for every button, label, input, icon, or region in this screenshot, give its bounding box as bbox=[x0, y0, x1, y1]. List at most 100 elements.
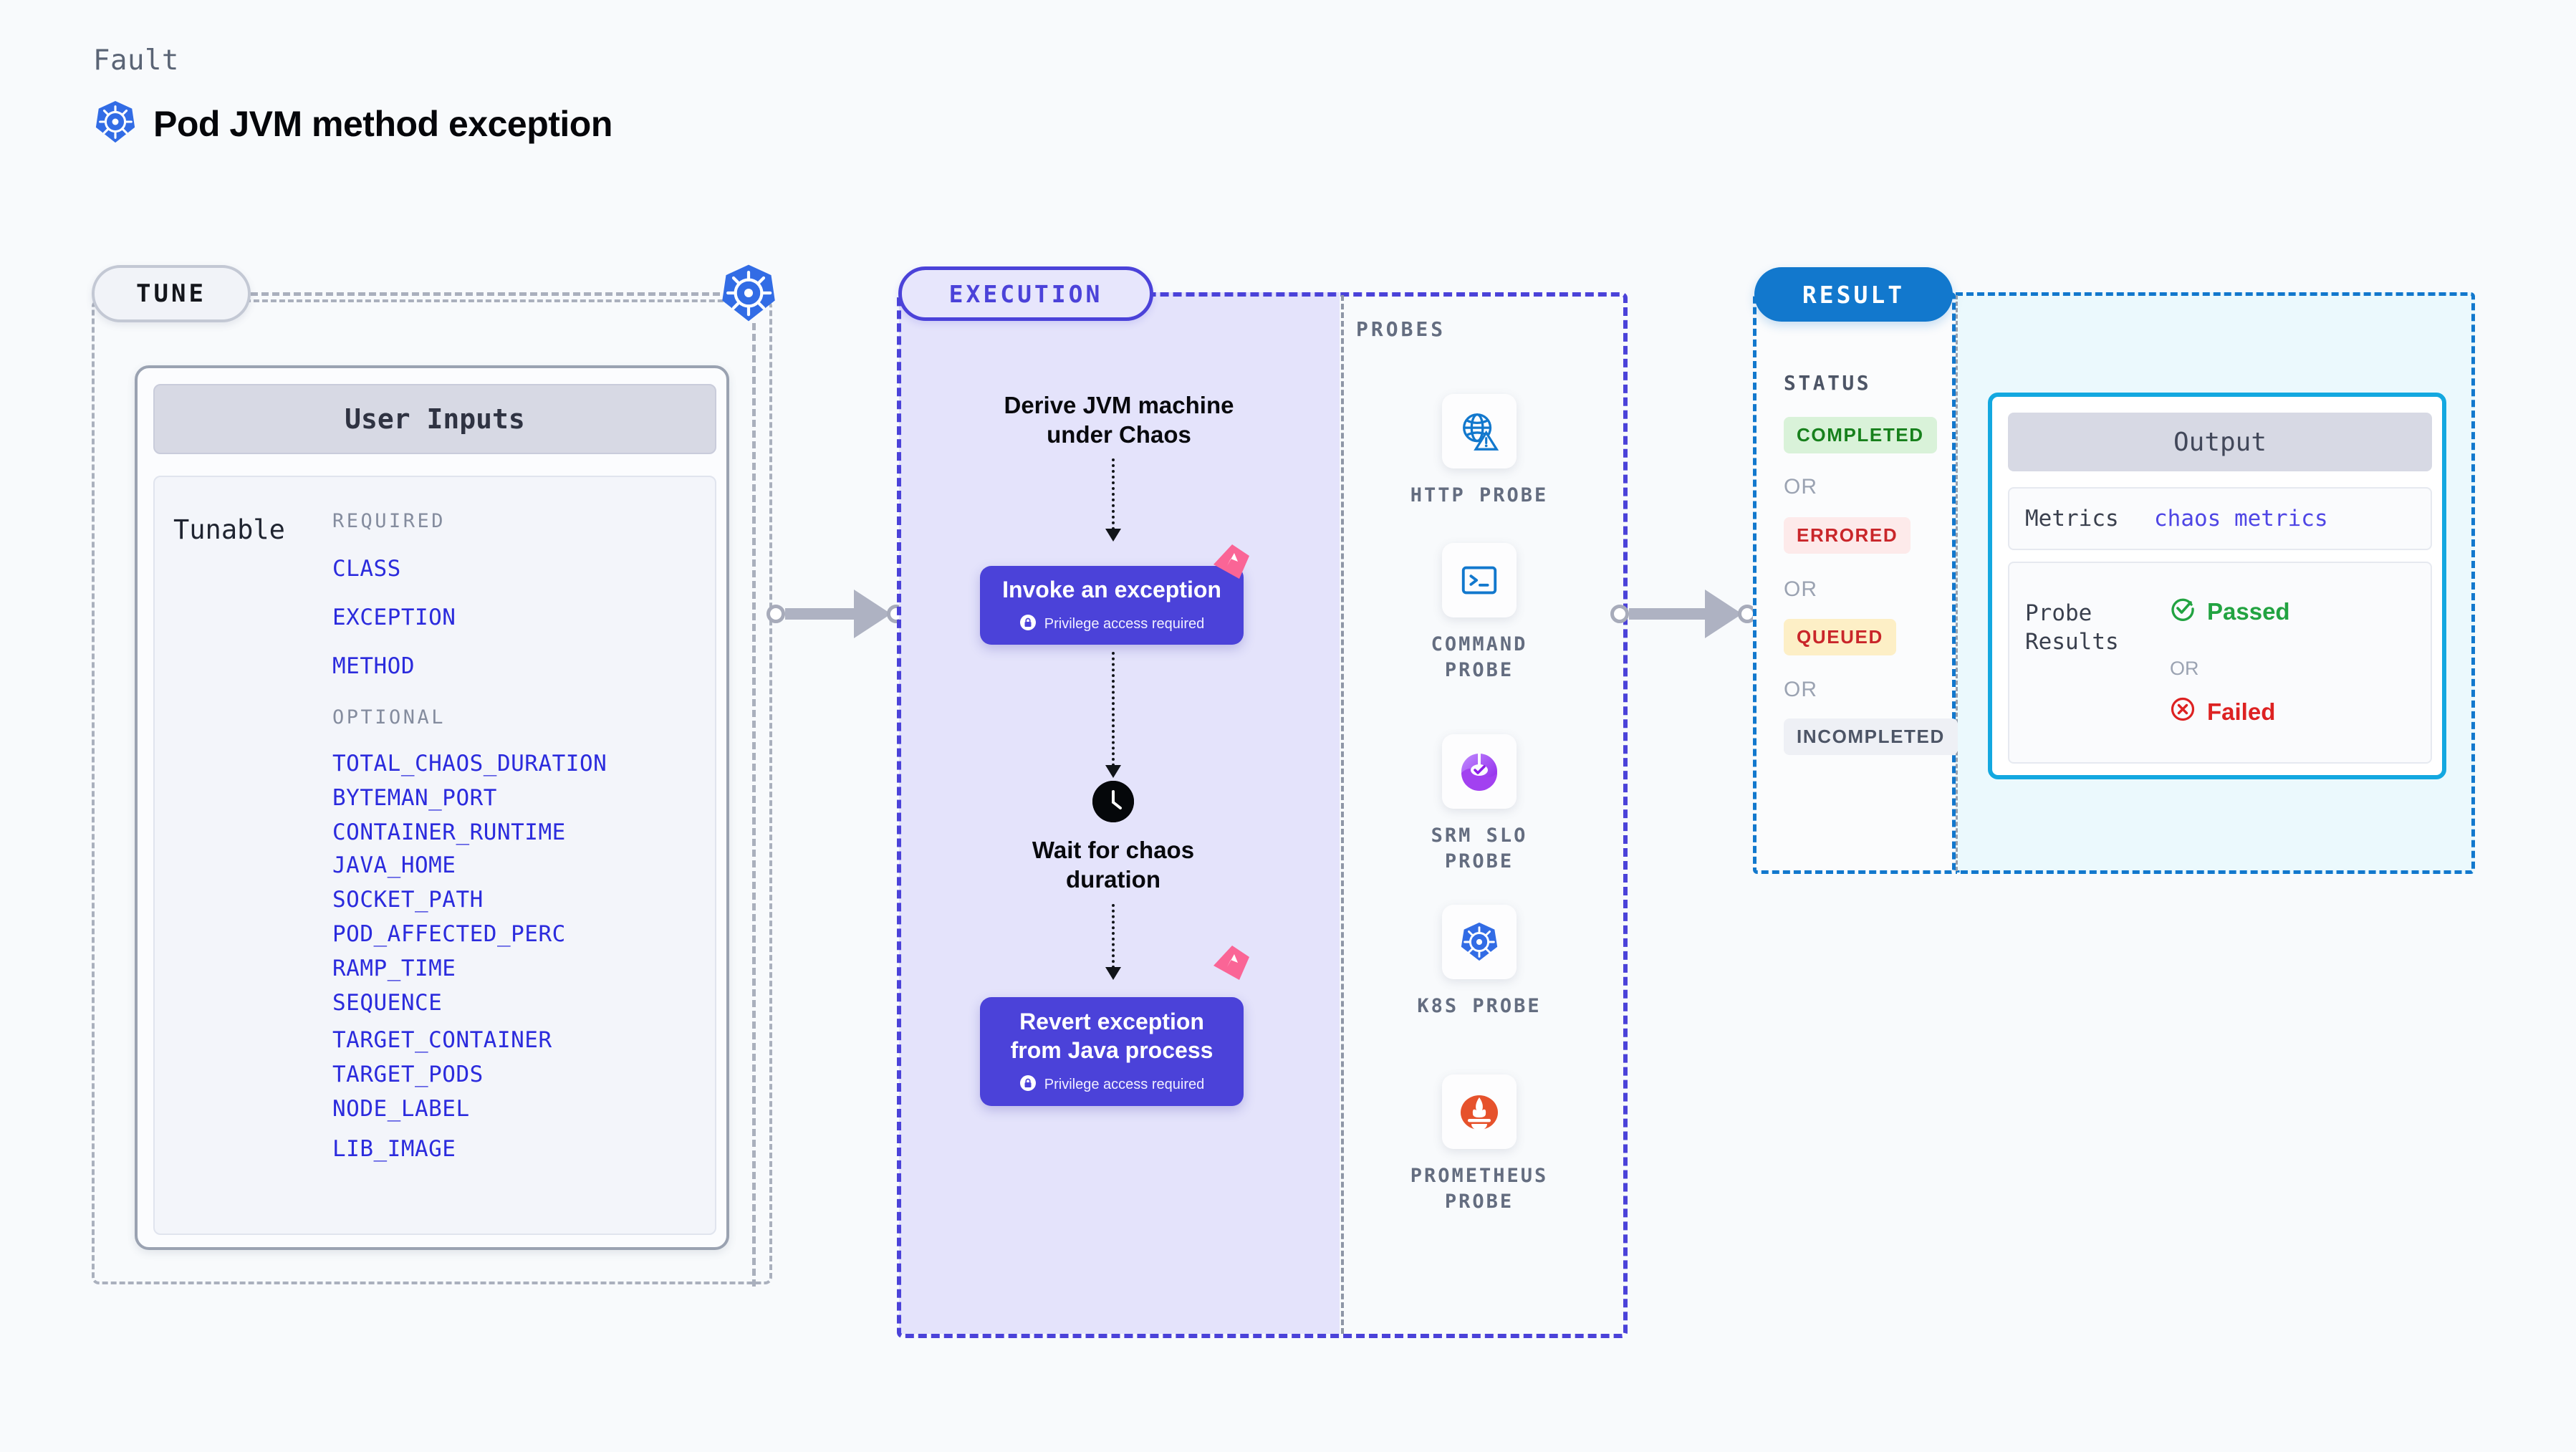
output-card: Output Metrics chaos metrics Probe Resul… bbox=[1988, 393, 2446, 779]
result-tag: RESULT bbox=[1754, 267, 1953, 322]
param-socket-path[interactable]: SOCKET_PATH bbox=[332, 887, 484, 913]
probe-label: PROMETHEUS PROBE bbox=[1410, 1165, 1549, 1213]
param-sequence[interactable]: SEQUENCE bbox=[332, 990, 443, 1016]
result-status-region bbox=[1753, 292, 1956, 874]
probe-label: SRM SLO PROBE bbox=[1431, 824, 1528, 873]
result-divider bbox=[1956, 295, 1958, 871]
check-circle-icon bbox=[2170, 596, 2196, 628]
connector-arrowhead bbox=[854, 590, 891, 638]
probe-label: HTTP PROBE bbox=[1410, 484, 1549, 506]
probe-result-passed-label: Passed bbox=[2207, 598, 2290, 625]
title-row: Pod JVM method exception bbox=[93, 100, 612, 148]
param-total-chaos-duration[interactable]: TOTAL_CHAOS_DURATION bbox=[332, 751, 607, 777]
probe-result-passed: Passed bbox=[2170, 596, 2290, 628]
param-java-home[interactable]: JAVA_HOME bbox=[332, 852, 456, 878]
status-badge-errored: ERRORED bbox=[1784, 517, 1911, 554]
probe-result-failed-label: Failed bbox=[2207, 698, 2276, 725]
connector-tune-to-execution bbox=[766, 590, 905, 638]
page-title: Pod JVM method exception bbox=[153, 103, 612, 144]
probe-k8s[interactable]: K8S PROBE bbox=[1397, 905, 1562, 1019]
output-title: Output bbox=[2008, 413, 2432, 471]
metrics-value[interactable]: chaos metrics bbox=[2154, 506, 2328, 532]
param-byteman-port[interactable]: BYTEMAN_PORT bbox=[332, 785, 497, 811]
page-header: Fault Pod JVM method exception bbox=[93, 44, 612, 148]
probes-divider bbox=[1341, 295, 1344, 1334]
tune-panel bbox=[92, 299, 772, 1284]
or-label: OR bbox=[1784, 577, 1817, 601]
user-inputs-card: User Inputs Tunable REQUIRED CLASS EXCEP… bbox=[135, 365, 729, 1250]
execution-probes-panel bbox=[897, 292, 1628, 1338]
param-pod-affected-perc[interactable]: POD_AFFECTED_PERC bbox=[332, 921, 566, 947]
arrowhead-step2-to-wait bbox=[1105, 765, 1121, 778]
connector-execution-to-result bbox=[1610, 590, 1758, 638]
tune-tag: TUNE bbox=[92, 265, 251, 322]
group-label-optional: OPTIONAL bbox=[332, 706, 446, 729]
param-ramp-time[interactable]: RAMP_TIME bbox=[332, 956, 456, 981]
litmus-chaos-icon bbox=[1211, 944, 1252, 981]
probe-result-failed: Failed bbox=[2170, 696, 2275, 728]
arrowhead-wait-to-revert bbox=[1105, 967, 1121, 980]
status-badge-completed: COMPLETED bbox=[1784, 417, 1937, 453]
tune-vertical-dashed-line bbox=[752, 323, 756, 1287]
privilege-note: Privilege access required bbox=[1019, 614, 1204, 635]
group-label-required: REQUIRED bbox=[332, 510, 446, 532]
arrowhead-step1-to-step2 bbox=[1105, 529, 1121, 542]
connector-arrowhead bbox=[1705, 590, 1742, 638]
globe-warning-icon bbox=[1442, 394, 1517, 468]
arrow-wait-to-revert bbox=[1112, 904, 1115, 968]
metrics-row: Metrics chaos metrics bbox=[2008, 487, 2432, 550]
connector-bar bbox=[1629, 608, 1705, 620]
status-badge-queued: QUEUED bbox=[1784, 619, 1896, 655]
probe-label: K8S PROBE bbox=[1417, 995, 1542, 1017]
status-label: STATUS bbox=[1784, 371, 1872, 395]
probe-srm-slo[interactable]: SRM SLO PROBE bbox=[1397, 734, 1562, 875]
tunable-label: Tunable bbox=[173, 514, 285, 545]
probe-results-key: Probe Results bbox=[2025, 600, 2119, 655]
connector-start-dot bbox=[1610, 605, 1629, 623]
metrics-key: Metrics bbox=[2025, 506, 2119, 532]
srm-slo-icon bbox=[1442, 734, 1517, 809]
lock-icon bbox=[1019, 1074, 1037, 1095]
execution-box-title: Invoke an exception bbox=[1002, 576, 1221, 602]
execution-box-title: Revert exception from Java process bbox=[1010, 1009, 1213, 1063]
execution-tag: EXECUTION bbox=[898, 266, 1153, 321]
probe-results-row: Probe Results Passed OR Failed bbox=[2008, 562, 2432, 764]
x-circle-icon bbox=[2170, 696, 2196, 728]
connector-start-dot bbox=[766, 605, 785, 623]
privilege-note: Privilege access required bbox=[1019, 1074, 1204, 1095]
param-method[interactable]: METHOD bbox=[332, 653, 415, 679]
or-label: OR bbox=[1784, 678, 1817, 701]
or-label: OR bbox=[2170, 658, 2199, 679]
user-inputs-title: User Inputs bbox=[153, 384, 716, 454]
execution-box-revert-exception[interactable]: Revert exception from Java process Privi… bbox=[980, 997, 1244, 1106]
litmus-chaos-icon bbox=[1211, 543, 1252, 580]
probe-label: COMMAND PROBE bbox=[1431, 633, 1528, 682]
param-node-label[interactable]: NODE_LABEL bbox=[332, 1096, 470, 1122]
param-exception[interactable]: EXCEPTION bbox=[332, 605, 456, 630]
param-target-container[interactable]: TARGET_CONTAINER bbox=[332, 1027, 552, 1053]
execution-step-wait-for-chaos: Wait for chaos duration bbox=[1032, 837, 1195, 893]
privilege-note-text: Privilege access required bbox=[1044, 616, 1205, 633]
param-lib-image[interactable]: LIB_IMAGE bbox=[332, 1136, 456, 1162]
kubernetes-icon bbox=[93, 100, 138, 148]
or-label: OR bbox=[1784, 475, 1817, 499]
param-class[interactable]: CLASS bbox=[332, 556, 401, 582]
execution-step-derive-jvm: Derive JVM machine under Chaos bbox=[1004, 392, 1234, 448]
probe-http[interactable]: HTTP PROBE bbox=[1397, 394, 1562, 509]
arrow-step2-to-wait bbox=[1112, 652, 1115, 766]
lock-icon bbox=[1019, 614, 1037, 635]
execution-box-invoke-exception[interactable]: Invoke an exception Privilege access req… bbox=[980, 566, 1244, 645]
fault-kicker: Fault bbox=[93, 44, 179, 77]
probe-prometheus[interactable]: PROMETHEUS PROBE bbox=[1397, 1074, 1562, 1216]
tune-dashed-connector bbox=[251, 292, 752, 296]
param-target-pods[interactable]: TARGET_PODS bbox=[332, 1062, 484, 1087]
tunable-section: Tunable REQUIRED CLASS EXCEPTION METHOD … bbox=[153, 476, 716, 1235]
param-container-runtime[interactable]: CONTAINER_RUNTIME bbox=[332, 819, 566, 845]
kubernetes-icon bbox=[719, 263, 779, 323]
probe-command[interactable]: COMMAND PROBE bbox=[1397, 543, 1562, 684]
probes-label: PROBES bbox=[1356, 317, 1446, 341]
terminal-icon bbox=[1442, 543, 1517, 617]
status-badge-incompleted: INCOMPLETED bbox=[1784, 718, 1958, 755]
prometheus-icon bbox=[1442, 1074, 1517, 1149]
clock-icon bbox=[1092, 781, 1134, 822]
